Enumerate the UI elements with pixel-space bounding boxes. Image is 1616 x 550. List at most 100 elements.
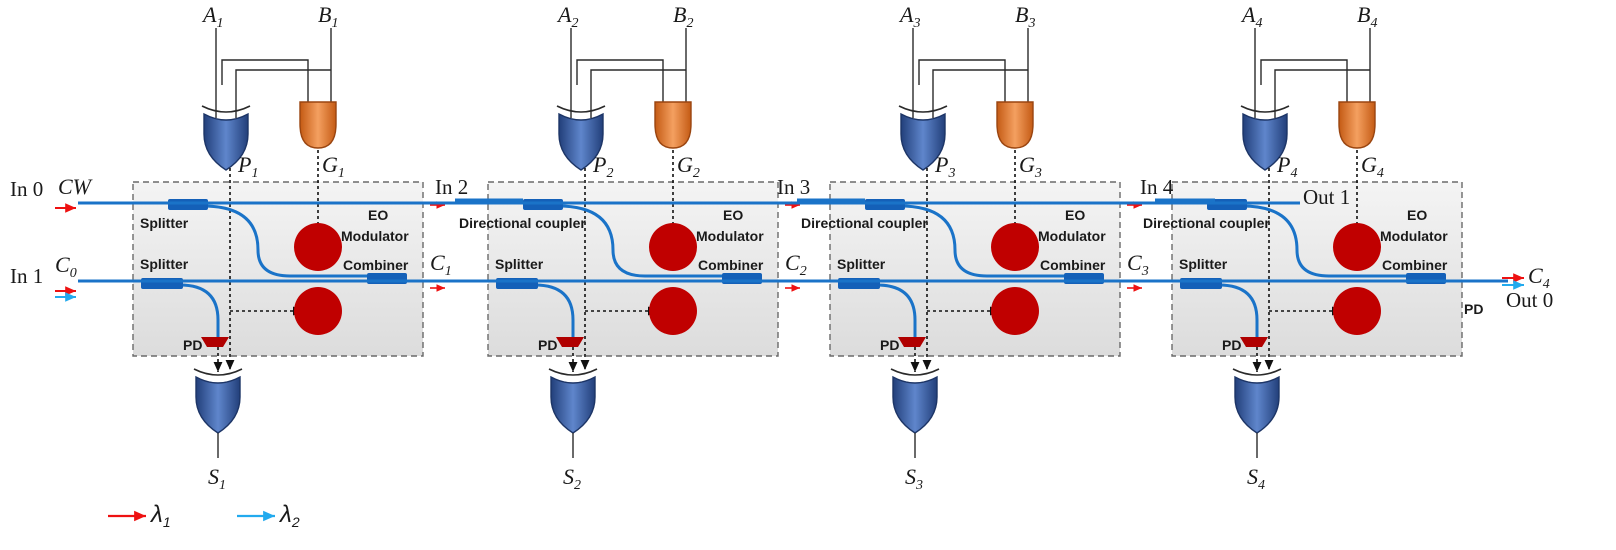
stage-2-splitter-label: Splitter (495, 256, 544, 272)
global-layer: In 0 In 1 CW C0 Out 1 Out 0 C4 PD λ1 λ2 (10, 174, 1553, 530)
stage-1-splitter-label: Splitter (140, 256, 189, 272)
stage-1-top-coupler-label: Splitter (140, 215, 189, 231)
stage-2-block (487, 181, 779, 357)
stage-4-upper-branch (1241, 204, 1419, 278)
stage-2-eo-label: EO (723, 207, 743, 223)
stage-4-b-label: B4 (1357, 2, 1377, 31)
stage-3-eo-modulator-top (991, 223, 1039, 271)
stage-4-modulator-label: Modulator (1380, 228, 1448, 244)
stage-4-p-label: P4 (1276, 152, 1297, 181)
stage-4-eo-label: EO (1407, 207, 1427, 223)
stage-4-photodetector (1240, 337, 1268, 347)
legend: λ1 λ2 (108, 501, 300, 530)
input-in0: In 0 (10, 177, 43, 201)
stage-3-eo-modulator-bottom (991, 287, 1039, 335)
input-cw: CW (58, 174, 93, 199)
stage-3-p-label: P3 (934, 152, 955, 181)
stage-1-b-label: B1 (318, 2, 338, 31)
stage-2-s-label: S2 (563, 464, 581, 493)
stage-2-photodetector (556, 337, 584, 347)
stage-2-upper-branch (557, 204, 735, 278)
stage-1-s-label: S1 (208, 464, 226, 493)
stage-2-xor-bottom (548, 368, 598, 434)
stage-3-splitter-label: Splitter (837, 256, 886, 272)
stage-2-in-port-label: In 2 (435, 175, 468, 199)
stage-2-pd-label: PD (538, 337, 557, 353)
stage-3-carry-out-label: C3 (1127, 250, 1149, 279)
legend-lambda2-label: λ2 (278, 501, 300, 530)
stage-3-combiner-label: Combiner (1040, 257, 1106, 273)
stage-3-a-to-and (918, 59, 1006, 102)
stage-3-block (829, 181, 1121, 357)
stage-1-upper-branch (202, 204, 380, 278)
output-out1: Out 1 (1303, 185, 1350, 209)
stage-1-b-to-xor (235, 69, 331, 118)
stage-2-carry-out-label: C2 (785, 250, 807, 279)
stage-1-xor-bottom (193, 368, 243, 434)
stage-3-eo-label: EO (1065, 207, 1085, 223)
output-c4: C4 (1528, 263, 1550, 292)
stage-1-p-label: P1 (237, 152, 258, 181)
pd-extra-label: PD (1464, 301, 1483, 317)
stage-1-a-label: A1 (201, 2, 223, 31)
stage-2-xor-top (556, 105, 606, 171)
stage-1-carry-out-label: C1 (430, 250, 452, 279)
stage-1-and-gate (299, 101, 337, 149)
stage-2-b-to-xor (590, 69, 686, 118)
stage-4-xor-bottom (1232, 368, 1282, 434)
stage-4-splitter-label: Splitter (1179, 256, 1228, 272)
stage-3-a-label: A3 (898, 2, 920, 31)
stage-4-pd-label: PD (1222, 337, 1241, 353)
stage-1-photodetector (201, 337, 229, 347)
stage-4-a-to-and (1260, 59, 1348, 102)
stage-4-combiner-label: Combiner (1382, 257, 1448, 273)
output-out0: Out 0 (1506, 288, 1553, 312)
stage-2-a-label: A2 (556, 2, 578, 31)
stage-2-eo-modulator-bottom (649, 287, 697, 335)
stage-1-a-to-and (221, 59, 309, 102)
stage-1-combiner-label: Combiner (343, 257, 409, 273)
stage-3-b-label: B3 (1015, 2, 1035, 31)
legend-lambda1-label: λ1 (149, 501, 171, 530)
stage-3-g-label: G3 (1019, 152, 1042, 181)
stage-3-top-coupler-label: Directional coupler (801, 215, 928, 231)
stage-4-and-gate (1338, 101, 1376, 149)
stage-1-eo-label: EO (368, 207, 388, 223)
stage-4-top-coupler-label: Directional coupler (1143, 215, 1270, 231)
stage-1-eo-modulator-top (294, 223, 342, 271)
stage-4-g-label: G4 (1361, 152, 1384, 181)
stage-4-lower-branch (1218, 283, 1259, 338)
stage-2-p-label: P2 (592, 152, 613, 181)
stage-3-upper-branch (899, 204, 1077, 278)
stage-3-modulator-label: Modulator (1038, 228, 1106, 244)
stage-2-modulator-label: Modulator (696, 228, 764, 244)
stage-2-lower-branch (534, 283, 575, 338)
stage-3-b-to-xor (932, 69, 1028, 118)
stage-2-and-gate (654, 101, 692, 149)
stage-1-eo-modulator-bottom (294, 287, 342, 335)
stage-3-xor-top (898, 105, 948, 171)
stage-1-g-label: G1 (322, 152, 345, 181)
stage-1-lower-branch (179, 283, 220, 338)
stage-2-top-coupler-label: Directional coupler (459, 215, 586, 231)
stage-4-b-to-xor (1274, 69, 1370, 118)
stage-3-and-gate (996, 101, 1034, 149)
stage-4-eo-modulator-bottom (1333, 287, 1381, 335)
stage-4-a-label: A4 (1240, 2, 1262, 31)
stage-1-xor-top (201, 105, 251, 171)
stage-1-modulator-label: Modulator (341, 228, 409, 244)
stage-3-photodetector (898, 337, 926, 347)
stage-2-b-label: B2 (673, 2, 693, 31)
stage-2-a-to-and (576, 59, 664, 102)
stage-3-s-label: S3 (905, 464, 923, 493)
input-c0: C0 (55, 252, 77, 281)
stage-3-in-port-label: In 3 (777, 175, 810, 199)
stage-4-in-port-label: In 4 (1140, 175, 1174, 199)
stage-1-pd-label: PD (183, 337, 202, 353)
stage-4-eo-modulator-top (1333, 223, 1381, 271)
